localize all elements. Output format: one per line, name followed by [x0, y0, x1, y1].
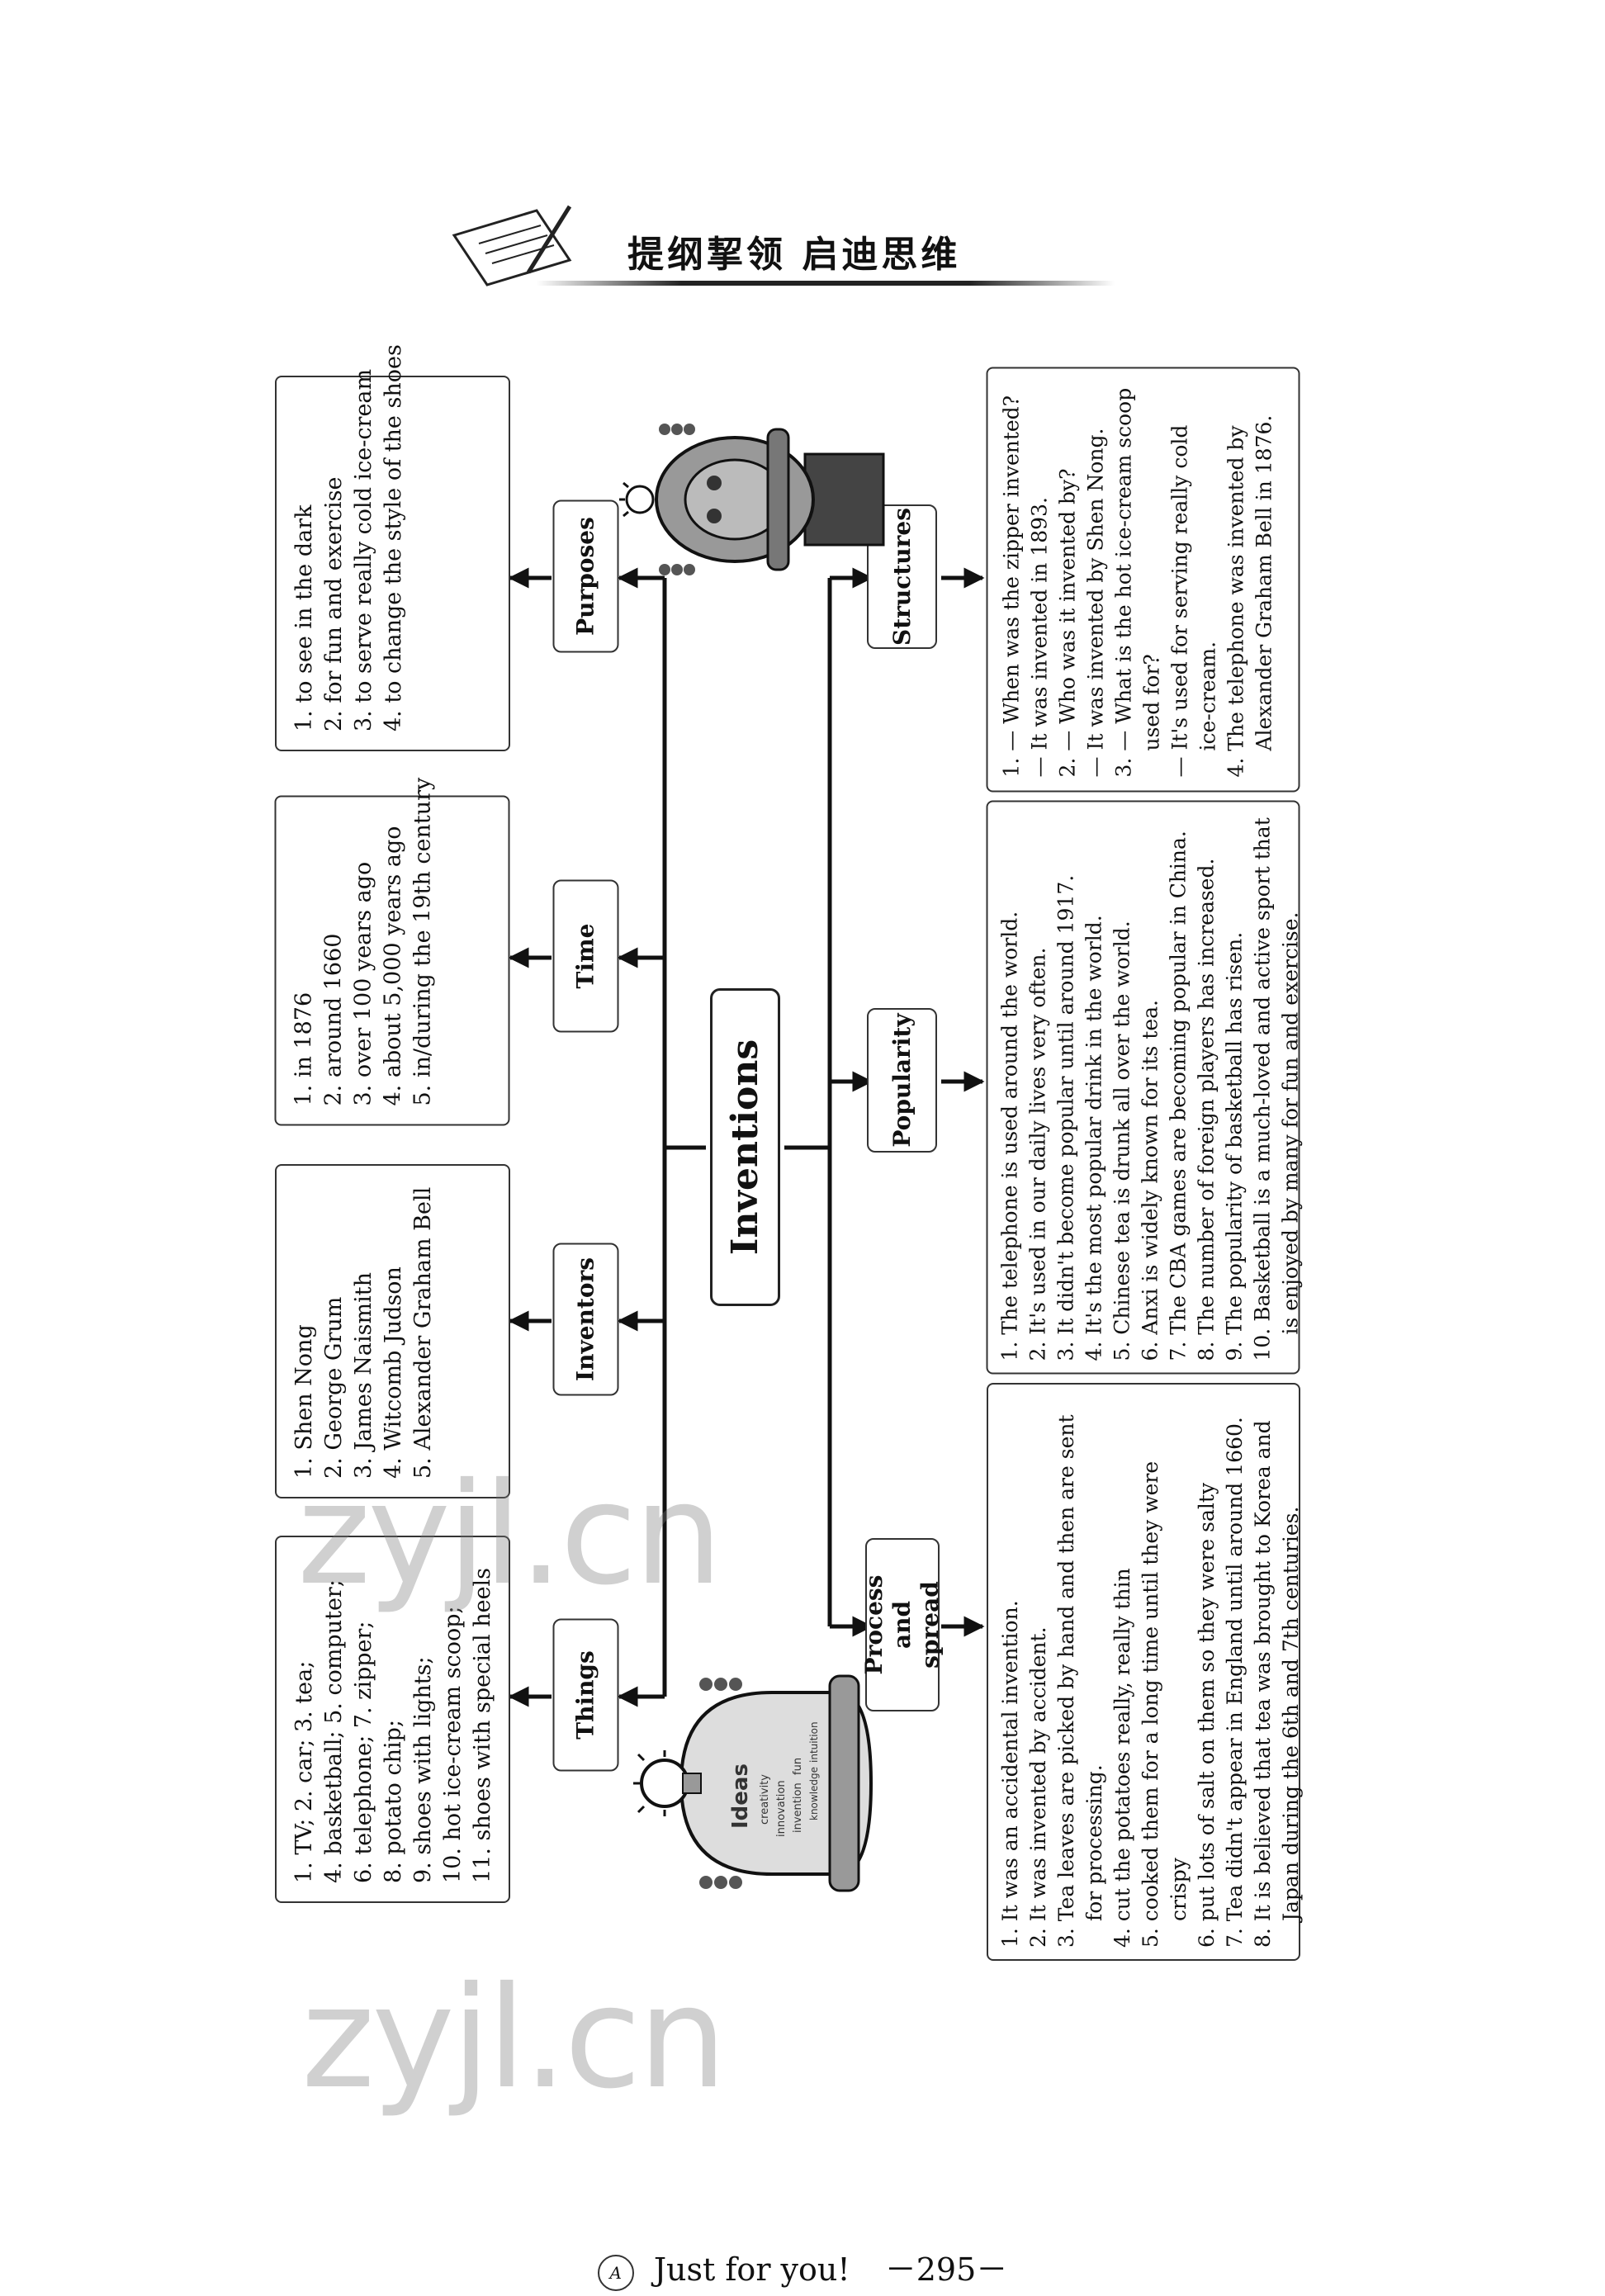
category-inventors: Inventors — [552, 1243, 619, 1396]
list-item: 3. Tea leaves are picked by hand and the… — [1054, 1414, 1106, 1948]
list-item: 3. James Naismith — [351, 1272, 376, 1479]
list-item: 2. for fun and exercise — [321, 476, 347, 731]
list-item: 2. It was invented by accident. — [1026, 1626, 1050, 1948]
list-item: 3. over 100 years ago — [350, 861, 376, 1106]
category-label: Popularity — [888, 1013, 916, 1148]
list-item: 8. The number of foreign players has inc… — [1194, 858, 1219, 1361]
category-label: Time — [571, 923, 599, 989]
ideas-robot-illustration: Ideas creativity innovation invention fu… — [633, 1674, 874, 1892]
illustration-word: intuition — [808, 1721, 820, 1763]
brand-logo-icon: A — [597, 2254, 634, 2291]
watermark: zyjl.cn — [301, 1957, 727, 2120]
center-node-inventions: Inventions — [710, 988, 780, 1306]
list-item: 4. to change the style of the shoes — [381, 344, 406, 731]
category-purposes: Purposes — [552, 499, 619, 653]
category-things: Things — [552, 1618, 619, 1772]
list-item: 2. around 1660 — [320, 933, 347, 1106]
list-item: 4. cut the potatoes really, really thin — [1110, 1568, 1134, 1948]
header-divider — [537, 281, 1115, 286]
list-item: 5. Alexander Graham Bell — [410, 1186, 436, 1479]
list-item: — It was invented in 1893. — [1027, 497, 1052, 778]
list-item: 4. The telephone was invented by Alexand… — [1224, 414, 1276, 778]
list-time: 1. in 1876 2. around 1660 3. over 100 ye… — [274, 777, 510, 1126]
list-structures: 1. — When was the zipper invented? — It … — [986, 367, 1300, 793]
list-item: 4. about 5,000 years ago — [380, 826, 406, 1106]
list-item: 2. It's used in our daily lives very oft… — [1025, 947, 1050, 1361]
illustration-word: invention — [792, 1782, 804, 1833]
illustration-word: Ideas — [728, 1763, 753, 1829]
list-inventors: 1. Shen Nong 2. George Grum 3. James Nai… — [275, 1164, 510, 1498]
category-label: Structures — [888, 508, 916, 646]
category-label: Things — [571, 1650, 599, 1740]
time-list: 1. in 1876 2. around 1660 3. over 100 ye… — [290, 777, 438, 1106]
list-item: 8. It is believed that tea was brought t… — [1251, 1420, 1303, 1948]
list-item: — It was invented by Shen Nong. — [1083, 428, 1108, 778]
category-label: Purposes — [571, 517, 599, 636]
footer-text: Just for you! — [653, 2251, 850, 2288]
structures-list: 1. — When was the zipper invented? — It … — [998, 382, 1279, 778]
inventors-list: 1. Shen Nong 2. George Grum 3. James Nai… — [290, 1184, 438, 1479]
watermark: zyjl.cn — [297, 1453, 723, 1617]
list-item: 5. cooked them for a long time until the… — [1139, 1460, 1191, 1948]
category-label: Inventors — [571, 1257, 599, 1382]
robot-head-illustration — [619, 424, 885, 575]
center-label: Inventions — [724, 1039, 766, 1256]
list-item: 6. put lots of salt on them so they were… — [1195, 1482, 1219, 1948]
purposes-list: 1. to see in the dark 2. for fun and exe… — [290, 344, 409, 731]
list-item: 6. Anxi is widely known for its tea. — [1138, 1000, 1162, 1361]
list-item: 1. Shen Nong — [291, 1324, 317, 1479]
list-item: 3. It didn't become popular until around… — [1053, 874, 1078, 1361]
pen-and-paper-icon — [452, 205, 572, 286]
list-item: 7. The CBA games are becoming popular in… — [1166, 831, 1191, 1361]
list-item: 3. — What is the hot ice-cream scoop use… — [1111, 387, 1164, 778]
list-item: 5. Chinese tea is drunk all over the wor… — [1110, 921, 1134, 1361]
page-number: －295－ — [884, 2251, 1008, 2288]
process-list: 1. It was an accidental invention. 2. It… — [997, 1396, 1305, 1948]
list-item: 9. The popularity of basketball has rise… — [1222, 931, 1247, 1361]
category-time: Time — [552, 879, 619, 1033]
list-item: 2. — Who was it invented by? — [1055, 468, 1080, 778]
list-item: 7. Tea didn't appear in England until ar… — [1223, 1417, 1247, 1948]
list-item: 4. Witcomb Judson — [381, 1266, 406, 1479]
list-item: 1. The telephone is used around the worl… — [997, 911, 1022, 1361]
page-title: 提纲挈领 启迪思维 — [627, 234, 961, 276]
illustration-word: knowledge — [808, 1767, 820, 1820]
list-popularity: 1. The telephone is used around the worl… — [986, 800, 1303, 1375]
list-item: 5. in/during the 19th century — [410, 777, 436, 1106]
list-item: 4. It's the most popular drink in the wo… — [1082, 915, 1106, 1361]
list-item: 1. in 1876 — [291, 992, 317, 1106]
list-item: 1. to see in the dark — [291, 504, 317, 731]
list-item: 10. Basketball is a much-loved and activ… — [1250, 817, 1303, 1361]
page-footer: A Just for you! －295－ — [0, 2244, 1605, 2291]
illustration-word: fun — [792, 1758, 804, 1775]
list-item: 2. George Grum — [321, 1296, 347, 1479]
category-popularity: Popularity — [867, 1008, 937, 1153]
illustration-word: creativity — [759, 1774, 771, 1825]
list-item: 3. to serve really cold ice-cream — [351, 368, 376, 731]
list-item: 1. It was an accidental invention. — [998, 1600, 1022, 1948]
popularity-list: 1. The telephone is used around the worl… — [997, 814, 1305, 1361]
list-item: 1. — When was the zipper invented? — [999, 395, 1024, 778]
illustration-word: innovation — [775, 1780, 788, 1837]
list-process-and-spread: 1. It was an accidental invention. 2. It… — [987, 1383, 1303, 1961]
list-item: — It's used for serving really cold ice-… — [1167, 424, 1220, 778]
list-purposes: 1. to see in the dark 2. for fun and exe… — [275, 344, 510, 751]
